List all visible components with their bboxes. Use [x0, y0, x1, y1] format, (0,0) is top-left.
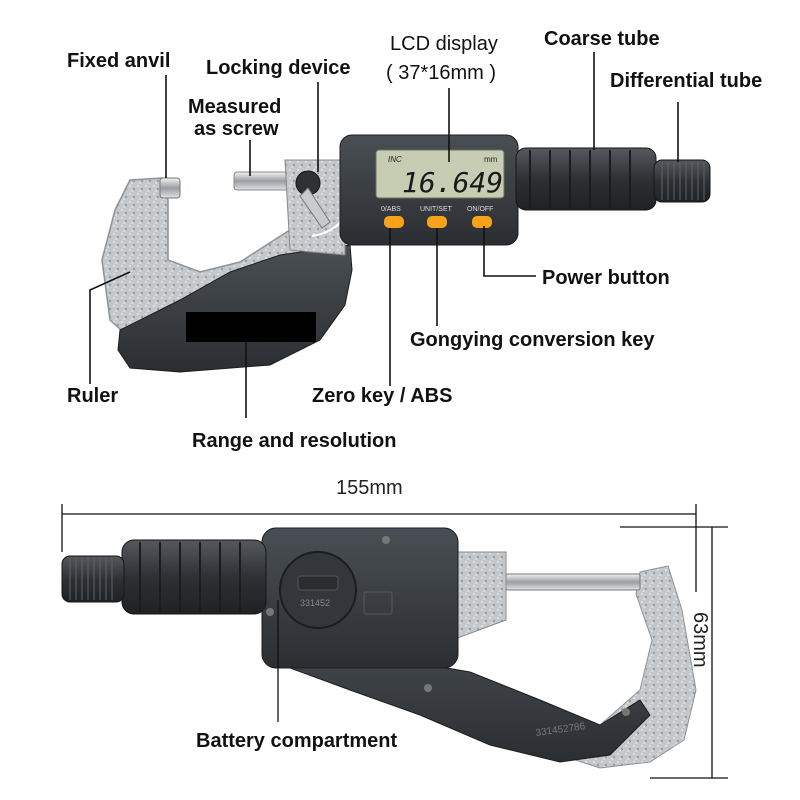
- zero-key-label: Zero key / ABS: [312, 385, 453, 407]
- top-micrometer: [101, 134, 711, 373]
- unit-set-button[interactable]: [427, 216, 447, 228]
- power-button-label: Power button: [542, 267, 670, 289]
- lcd-reading: 16.649: [402, 166, 503, 199]
- measured-screw-label-1: Measured: [188, 96, 282, 118]
- dimension-lines: [61, 504, 728, 779]
- locking-device-label: Locking device: [206, 57, 351, 79]
- lcd-display-label: LCD display: [390, 33, 498, 55]
- coarse-tube-bottom-ribs: [139, 542, 241, 612]
- unit-set-button-label: UNIT/SET: [420, 206, 453, 213]
- fixed-anvil: [159, 177, 181, 199]
- height-dimension: 63mm: [689, 612, 711, 668]
- frame-bottom: [558, 565, 697, 769]
- ratchet-bottom: [61, 555, 125, 603]
- lcd-mode: INC: [388, 155, 402, 164]
- coarse-tube: [515, 147, 657, 211]
- zero-abs-button-label: 0/ABS: [381, 206, 401, 213]
- length-dimension: 155mm: [336, 477, 403, 499]
- zero-abs-button[interactable]: [384, 216, 404, 228]
- differential-tube-label: Differential tube: [610, 70, 763, 92]
- ruler-label: Ruler: [67, 385, 119, 407]
- measured-screw-label-2: as screw: [194, 118, 279, 140]
- bottom-micrometer: 331452 331452786: [61, 527, 697, 769]
- gongying-key-label: Gongying conversion key: [410, 329, 655, 351]
- screw-3: [424, 684, 432, 692]
- screw-4: [622, 708, 630, 716]
- screw-2: [266, 608, 274, 616]
- range-resolution-label: Range and resolution: [192, 430, 397, 452]
- lcd-display: [375, 149, 505, 199]
- battery-cover-text: 331452: [300, 598, 330, 608]
- battery-compartment-label: Battery compartment: [196, 730, 398, 752]
- neck-bottom: [451, 551, 507, 641]
- ratchet-bottom-knurl: [69, 558, 113, 600]
- on-off-button[interactable]: [472, 216, 492, 228]
- on-off-button-label: ON/OFF: [467, 206, 493, 213]
- coarse-tube-bottom: [121, 539, 267, 615]
- ratchet-knurl: [661, 162, 705, 200]
- lock-lever: [299, 187, 331, 229]
- battery-cover-slot: [297, 575, 339, 591]
- screw-1: [382, 536, 390, 544]
- range-label-plate: [186, 312, 316, 342]
- measured-screw: [233, 171, 295, 191]
- lcd-unit: mm: [484, 155, 498, 164]
- top-leader-lines: [89, 52, 679, 418]
- lcd-size-label: ( 37*16mm ): [386, 62, 497, 84]
- fixed-anvil-label: Fixed anvil: [67, 50, 171, 72]
- housing-plate: [363, 591, 393, 615]
- coarse-tube-ribs: [529, 150, 631, 208]
- spindle-bottom: [505, 573, 641, 591]
- coarse-tube-label: Coarse tube: [544, 28, 660, 50]
